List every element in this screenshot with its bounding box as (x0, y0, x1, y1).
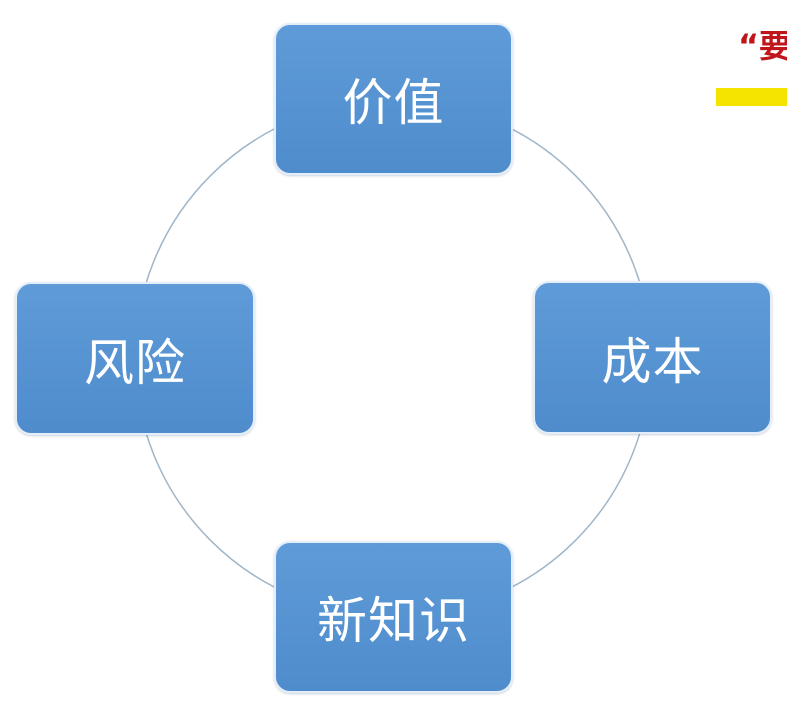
node-risk-label: 风险 (84, 333, 186, 392)
node-risk: 风险 (15, 282, 255, 435)
node-new-knowledge-label: 新知识 (317, 592, 470, 650)
node-cost: 成本 (533, 281, 772, 434)
node-value-label: 价值 (342, 74, 445, 132)
node-value: 价值 (274, 23, 513, 175)
highlight-bar (716, 88, 787, 106)
corner-note-text: “要 (738, 27, 787, 65)
corner-note: “要 (738, 26, 787, 86)
node-new-knowledge: 新知识 (274, 541, 513, 693)
node-cost-label: 成本 (601, 332, 704, 391)
